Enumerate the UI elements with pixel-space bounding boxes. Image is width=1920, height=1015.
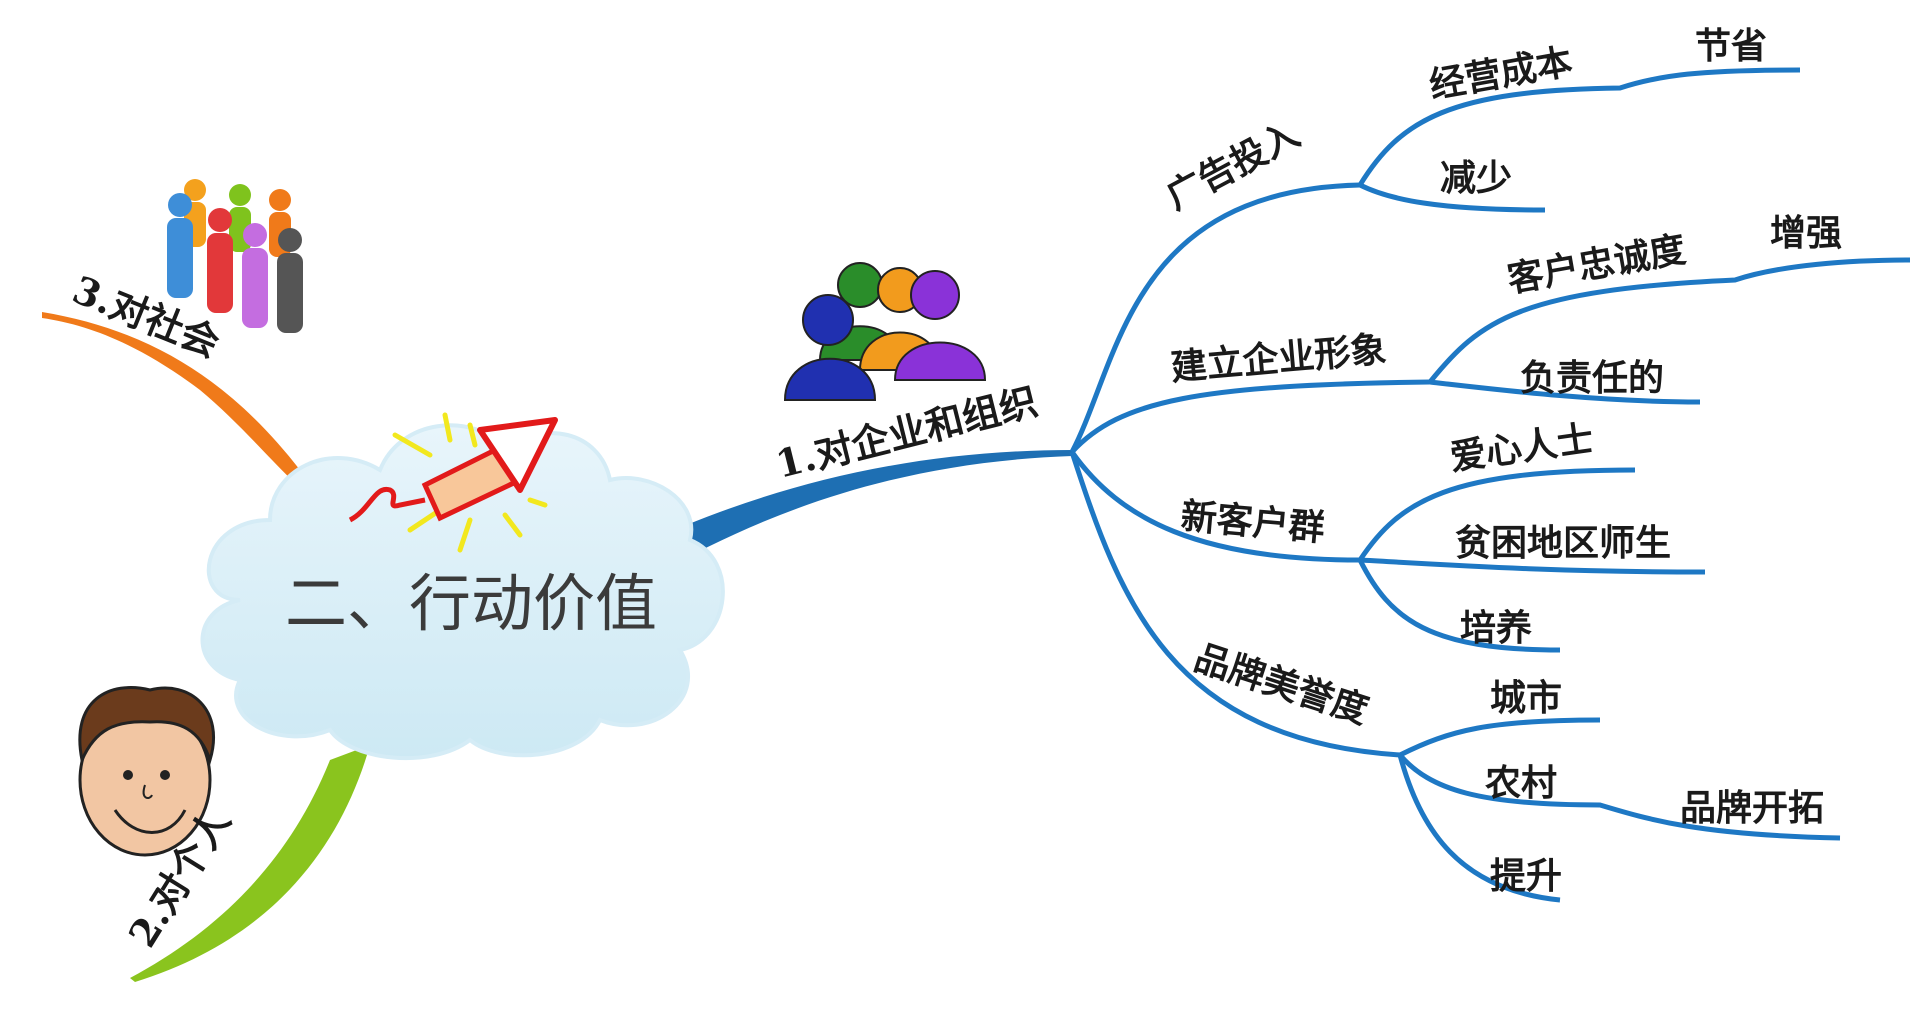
node-cultivate: 培养 bbox=[1460, 607, 1532, 649]
node-reduce: 减少 bbox=[1440, 157, 1512, 199]
smiley-face-icon bbox=[78, 686, 216, 857]
node-city: 城市 bbox=[1490, 677, 1562, 719]
node-corporate-image: 建立企业形象 bbox=[1169, 328, 1388, 389]
arrow-sparkle-icon bbox=[348, 412, 558, 553]
node-enhance: 增强 bbox=[1770, 212, 1842, 254]
cloud-icon bbox=[200, 423, 725, 761]
enterprise-branch-line bbox=[640, 450, 1072, 575]
node-rural: 农村 bbox=[1485, 762, 1557, 804]
node-improve: 提升 bbox=[1490, 855, 1562, 897]
enterprise-subtree-lines bbox=[1069, 67, 1911, 903]
people-group-icon bbox=[783, 262, 987, 401]
node-ad-investment: 广告投入 bbox=[1160, 113, 1307, 218]
node-brand-expansion: 品牌开拓 bbox=[1680, 787, 1824, 829]
crowd-icon bbox=[167, 179, 303, 333]
personal-branch-line bbox=[130, 745, 370, 982]
node-responsible: 负责任的 bbox=[1520, 357, 1664, 399]
node-poor-area-teachers: 贫困地区师生 bbox=[1455, 522, 1671, 564]
node-brand-reputation: 品牌美誉度 bbox=[1189, 637, 1373, 733]
node-save: 节省 bbox=[1695, 25, 1767, 67]
node-customer-loyalty: 客户忠诚度 bbox=[1504, 228, 1689, 301]
center-title: 二、行动价值 bbox=[285, 567, 657, 640]
